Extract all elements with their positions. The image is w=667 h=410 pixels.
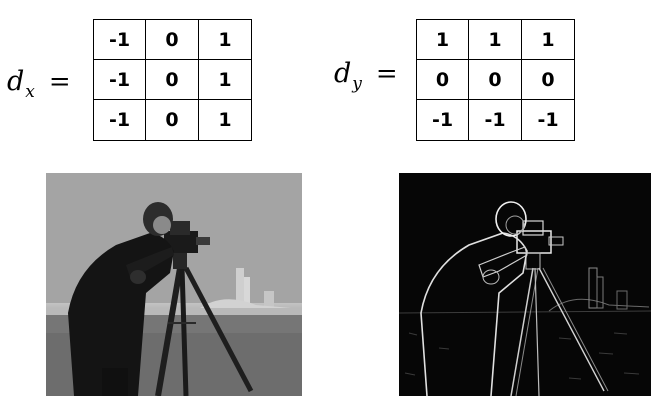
dy-kernel-cell: 1 — [416, 20, 469, 60]
dx-kernel-cell: 1 — [199, 100, 252, 140]
dy-kernel-cell: 1 — [522, 20, 575, 60]
dx-symbol: d — [7, 66, 25, 97]
dx-kernel-cell: -1 — [93, 60, 146, 100]
dy-subscript: y — [352, 74, 362, 94]
dy-symbol: d — [334, 58, 352, 89]
original-photo-drawing — [46, 173, 302, 396]
original-cameraman-photo — [46, 173, 302, 396]
dy-kernel-matrix: 1 1 1 0 0 0 -1 -1 -1 — [416, 19, 575, 141]
dx-kernel-cell: 0 — [146, 20, 199, 60]
dy-kernel-cell: 0 — [416, 60, 469, 100]
dy-formula-label: dy = — [334, 58, 398, 93]
dy-kernel-cell: -1 — [522, 100, 575, 140]
dx-kernel-cell: 0 — [146, 100, 199, 140]
dx-kernel-matrix: -1 0 1 -1 0 1 -1 0 1 — [93, 19, 252, 141]
dy-kernel-cell: 0 — [469, 60, 522, 100]
dy-kernel-cell: -1 — [416, 100, 469, 140]
edge-photo-drawing — [399, 173, 651, 396]
dx-kernel-cell: -1 — [93, 20, 146, 60]
dy-equals-sign: = — [375, 59, 398, 89]
dy-kernel-cell: 1 — [469, 20, 522, 60]
dx-subscript: x — [25, 82, 35, 102]
dx-formula-label: dx = — [7, 66, 71, 101]
dx-equals-sign: = — [48, 67, 71, 97]
dx-kernel-cell: -1 — [93, 100, 146, 140]
dy-kernel-cell: -1 — [469, 100, 522, 140]
dx-kernel-cell: 1 — [199, 20, 252, 60]
dy-kernel-cell: 0 — [522, 60, 575, 100]
dx-kernel-cell: 0 — [146, 60, 199, 100]
edge-detected-photo — [399, 173, 651, 396]
dx-kernel-cell: 1 — [199, 60, 252, 100]
